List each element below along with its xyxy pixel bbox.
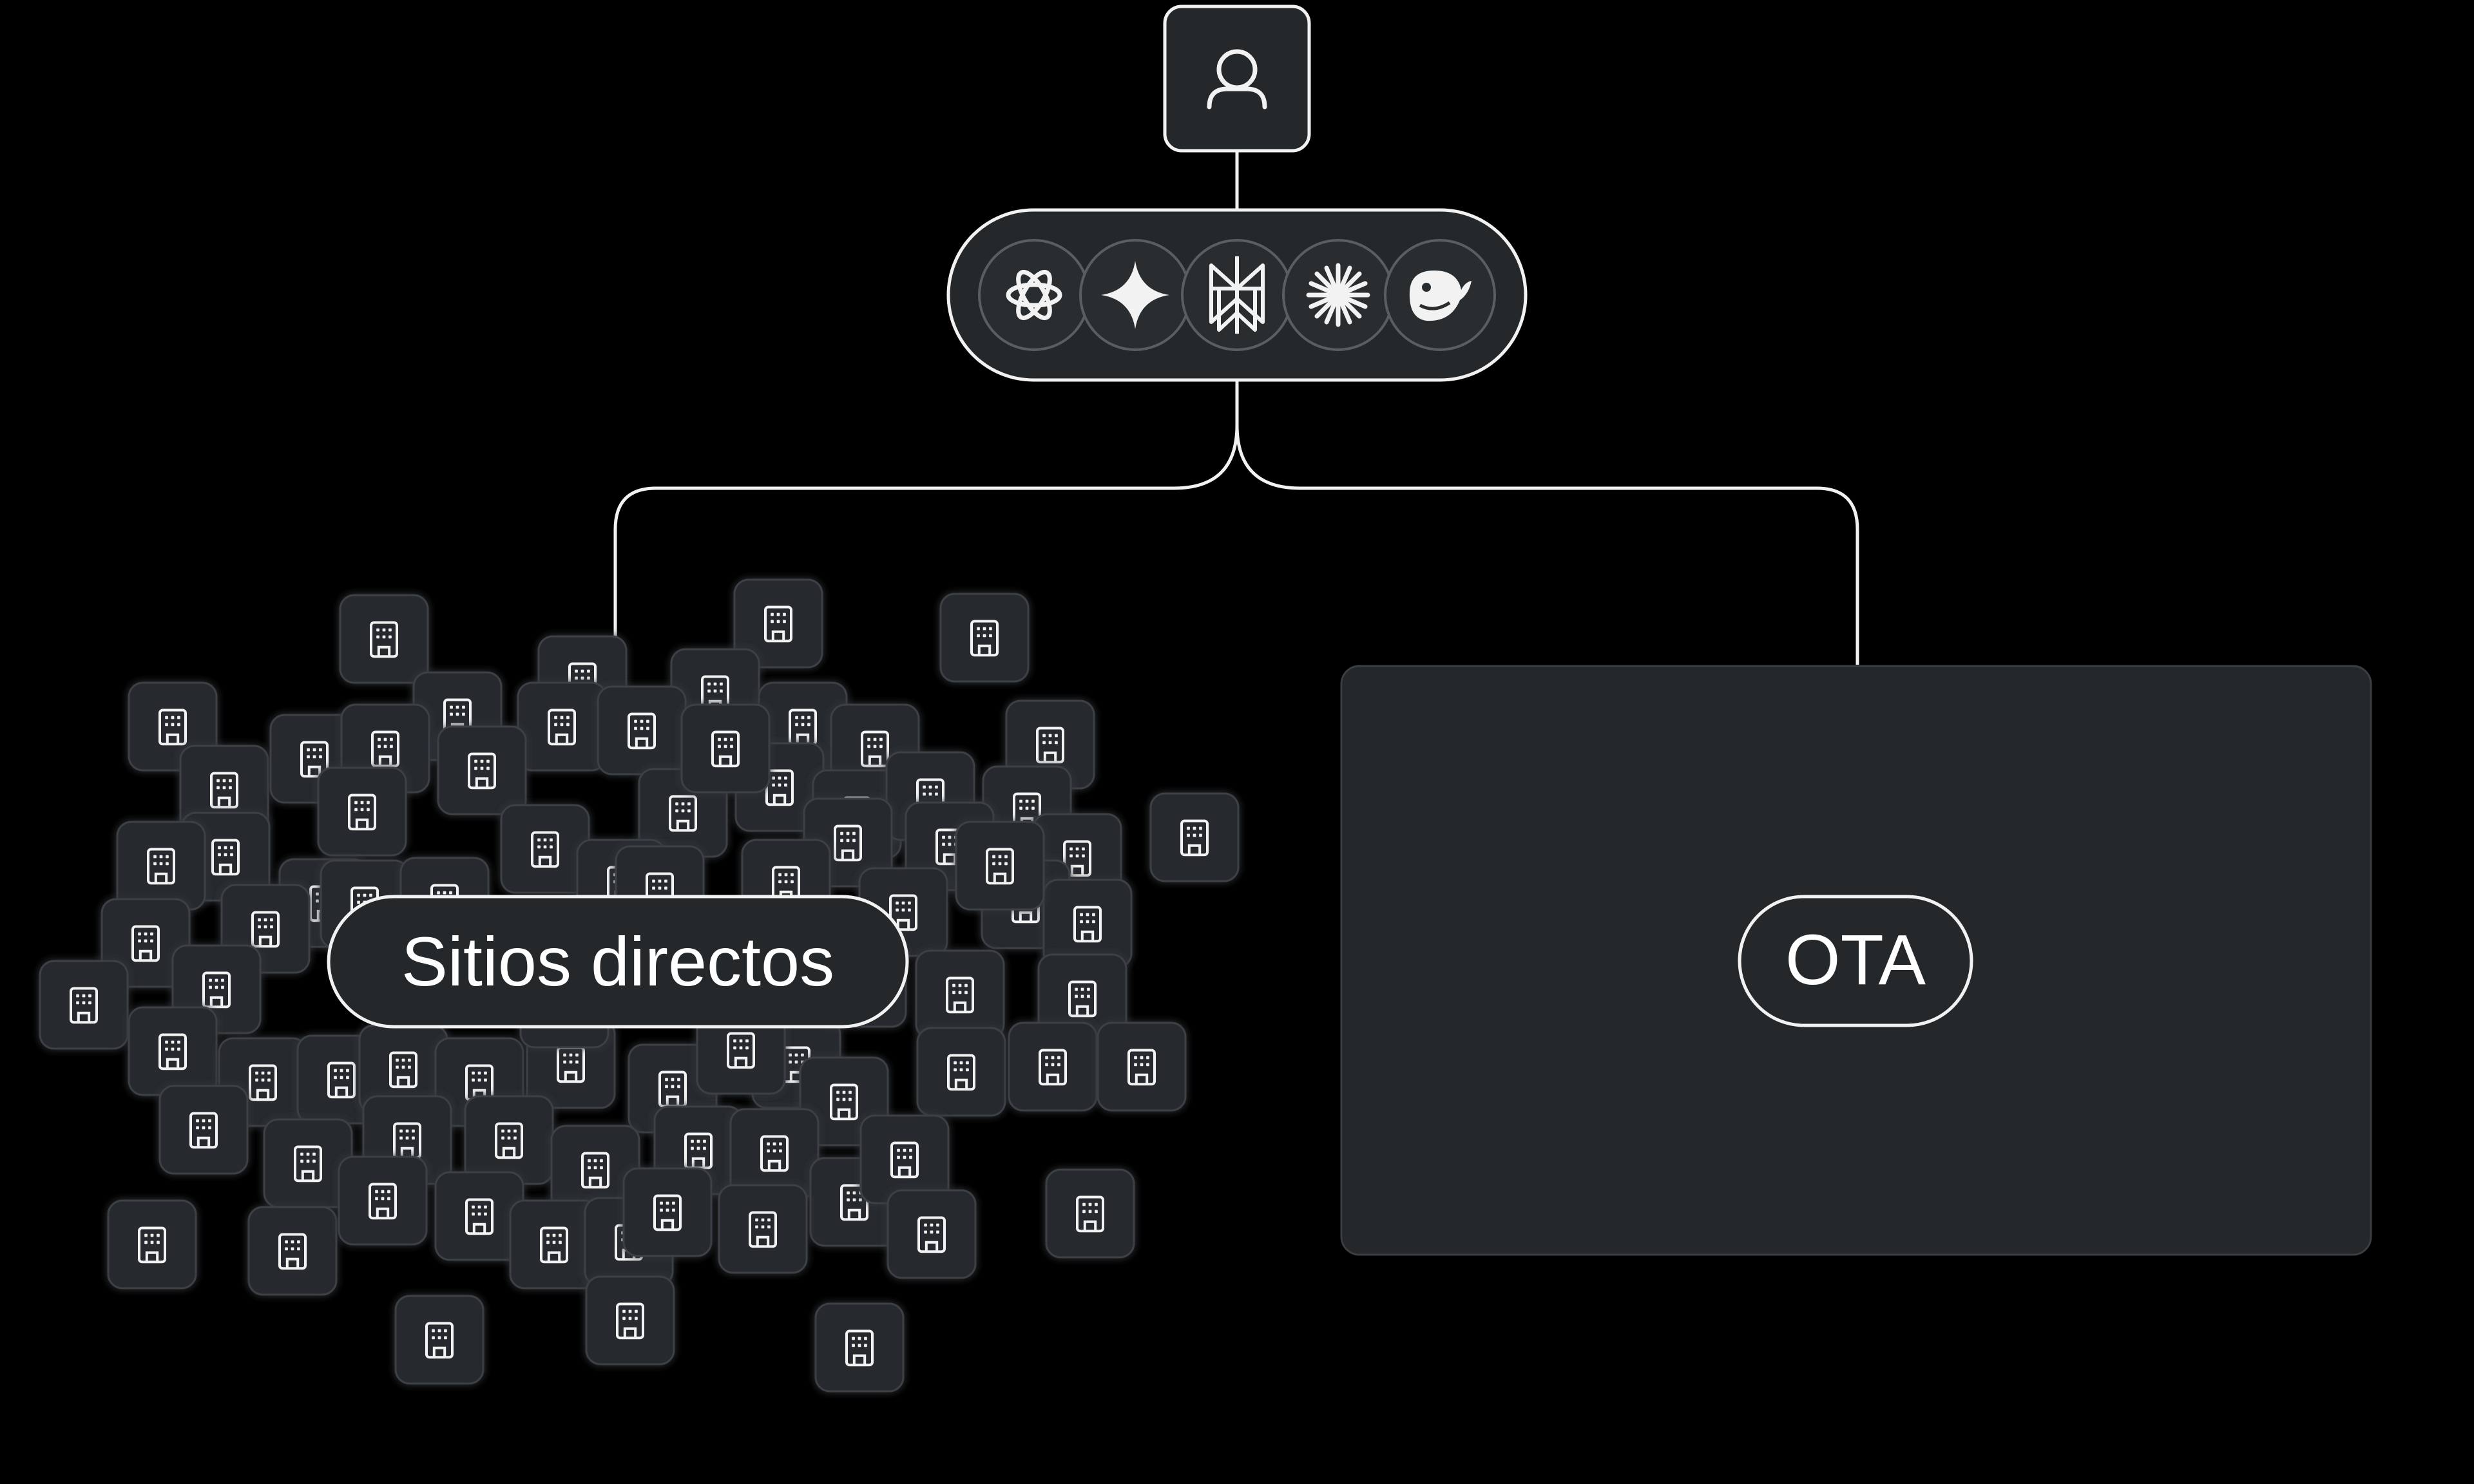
hotel-tile[interactable] <box>733 578 823 669</box>
hotel-tile[interactable] <box>1149 792 1240 882</box>
hotel-tile[interactable] <box>1045 1168 1135 1259</box>
hotel-tile[interactable] <box>317 766 407 857</box>
hotel-tile[interactable] <box>464 1095 554 1185</box>
ai-providers-group <box>946 208 1528 382</box>
provider-claude[interactable] <box>1282 239 1394 351</box>
hotel-tile[interactable] <box>887 1189 977 1279</box>
hotel-tile[interactable] <box>955 821 1045 911</box>
hotel-tile[interactable] <box>939 593 1030 683</box>
provider-deepseek[interactable] <box>1384 239 1496 351</box>
hotel-tile[interactable] <box>39 960 129 1050</box>
hotel-tile[interactable] <box>622 1167 713 1257</box>
hotel-tile[interactable] <box>338 1156 428 1246</box>
hotel-tile[interactable] <box>814 1302 905 1393</box>
provider-gemini[interactable] <box>1079 239 1191 351</box>
hotel-tile[interactable] <box>1008 1022 1098 1112</box>
perplexity-logo-icon <box>1209 256 1265 334</box>
hotel-tile[interactable] <box>394 1295 484 1385</box>
user-icon <box>1207 49 1267 109</box>
ota-label-pill[interactable] <box>1738 895 1973 1027</box>
hotel-tile[interactable] <box>437 725 527 815</box>
hotel-tile[interactable] <box>585 1275 675 1365</box>
provider-openai[interactable] <box>978 239 1090 351</box>
hotel-tile[interactable] <box>128 1006 218 1096</box>
connector-lines <box>613 151 1859 665</box>
hotel-tile[interactable] <box>247 1206 338 1296</box>
ota-panel: OTA <box>1340 665 2372 1256</box>
hotel-tile[interactable] <box>1097 1022 1187 1112</box>
hotel-tile[interactable] <box>915 949 1005 1040</box>
hotel-tile[interactable] <box>116 821 206 911</box>
sparkle-star-icon <box>1101 261 1169 329</box>
hotel-tile[interactable] <box>916 1027 1006 1117</box>
hotel-tile[interactable] <box>597 685 687 775</box>
hotel-tile[interactable] <box>339 594 429 684</box>
ota-label: OTA <box>1785 920 1926 1000</box>
direct-sites-label-group[interactable]: Sitios directos <box>327 895 909 1029</box>
direct-sites-label: Sitios directos <box>401 922 834 1000</box>
hotel-tile[interactable] <box>500 804 590 894</box>
provider-perplexity[interactable] <box>1181 239 1293 351</box>
whale-logo-icon <box>1409 271 1472 321</box>
openai-logo-icon <box>1006 269 1062 321</box>
hotel-tile[interactable] <box>517 681 607 772</box>
hotel-tile[interactable] <box>729 1108 820 1198</box>
hotel-tile[interactable] <box>158 1085 249 1175</box>
hotel-tile[interactable] <box>680 703 771 794</box>
user-node[interactable] <box>1163 5 1311 153</box>
hotel-tile[interactable] <box>107 1199 197 1289</box>
claude-burst-icon <box>1306 263 1370 327</box>
hotel-tile[interactable] <box>718 1184 808 1274</box>
